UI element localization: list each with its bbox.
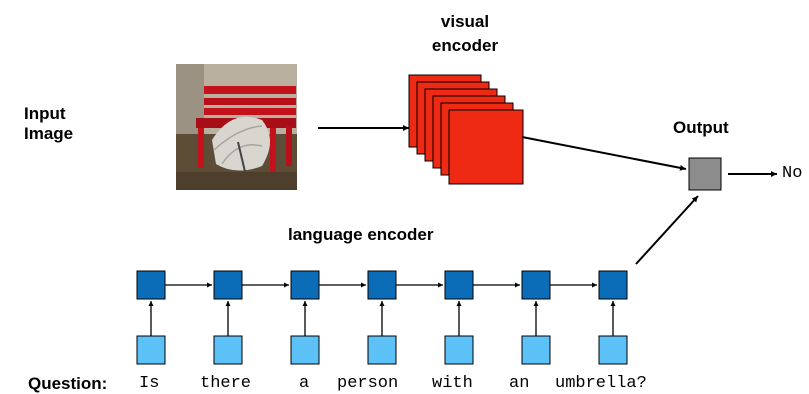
- question-word: with: [432, 374, 473, 393]
- language-encoder-chain: [136, 270, 628, 300]
- answer-text: No: [782, 164, 803, 183]
- question-word: an: [509, 374, 530, 393]
- question-word: Is: [139, 374, 160, 393]
- rnn-cell: [521, 270, 551, 300]
- question-word: a: [299, 374, 310, 393]
- input-photo: [176, 64, 297, 190]
- output-box: [688, 157, 722, 191]
- question-word: umbrella?: [555, 374, 647, 393]
- token-inputs: [136, 301, 628, 365]
- question-label: Question:: [28, 374, 108, 393]
- input-image-label: Input Image: [24, 104, 73, 144]
- token-box: [136, 335, 166, 365]
- visual-encoder-label-line1: visual: [440, 12, 490, 31]
- rnn-cell: [367, 270, 397, 300]
- rnn-cell: [213, 270, 243, 300]
- token-box: [367, 335, 397, 365]
- rnn-cell: [290, 270, 320, 300]
- visual-encoder-label-line2: encoder: [431, 36, 499, 55]
- token-box: [521, 335, 551, 365]
- visual-encoder-label: visual encoder: [418, 12, 512, 56]
- input-image-label-line2: Image: [24, 124, 74, 143]
- rnn-cell: [444, 270, 474, 300]
- token-box: [444, 335, 474, 365]
- language-encoder-label: language encoder: [288, 225, 434, 244]
- arrow-language-to-output: [635, 195, 699, 265]
- question-word: person: [337, 374, 399, 393]
- arrow-encoder-to-output: [521, 136, 687, 171]
- visual-encoder-stack: [408, 74, 524, 185]
- input-image-label-line1: Input: [24, 104, 66, 123]
- question-word: there: [200, 374, 252, 393]
- rnn-cell: [598, 270, 628, 300]
- token-box: [598, 335, 628, 365]
- token-box: [213, 335, 243, 365]
- token-box: [290, 335, 320, 365]
- rnn-cell: [136, 270, 166, 300]
- output-label: Output: [673, 118, 729, 137]
